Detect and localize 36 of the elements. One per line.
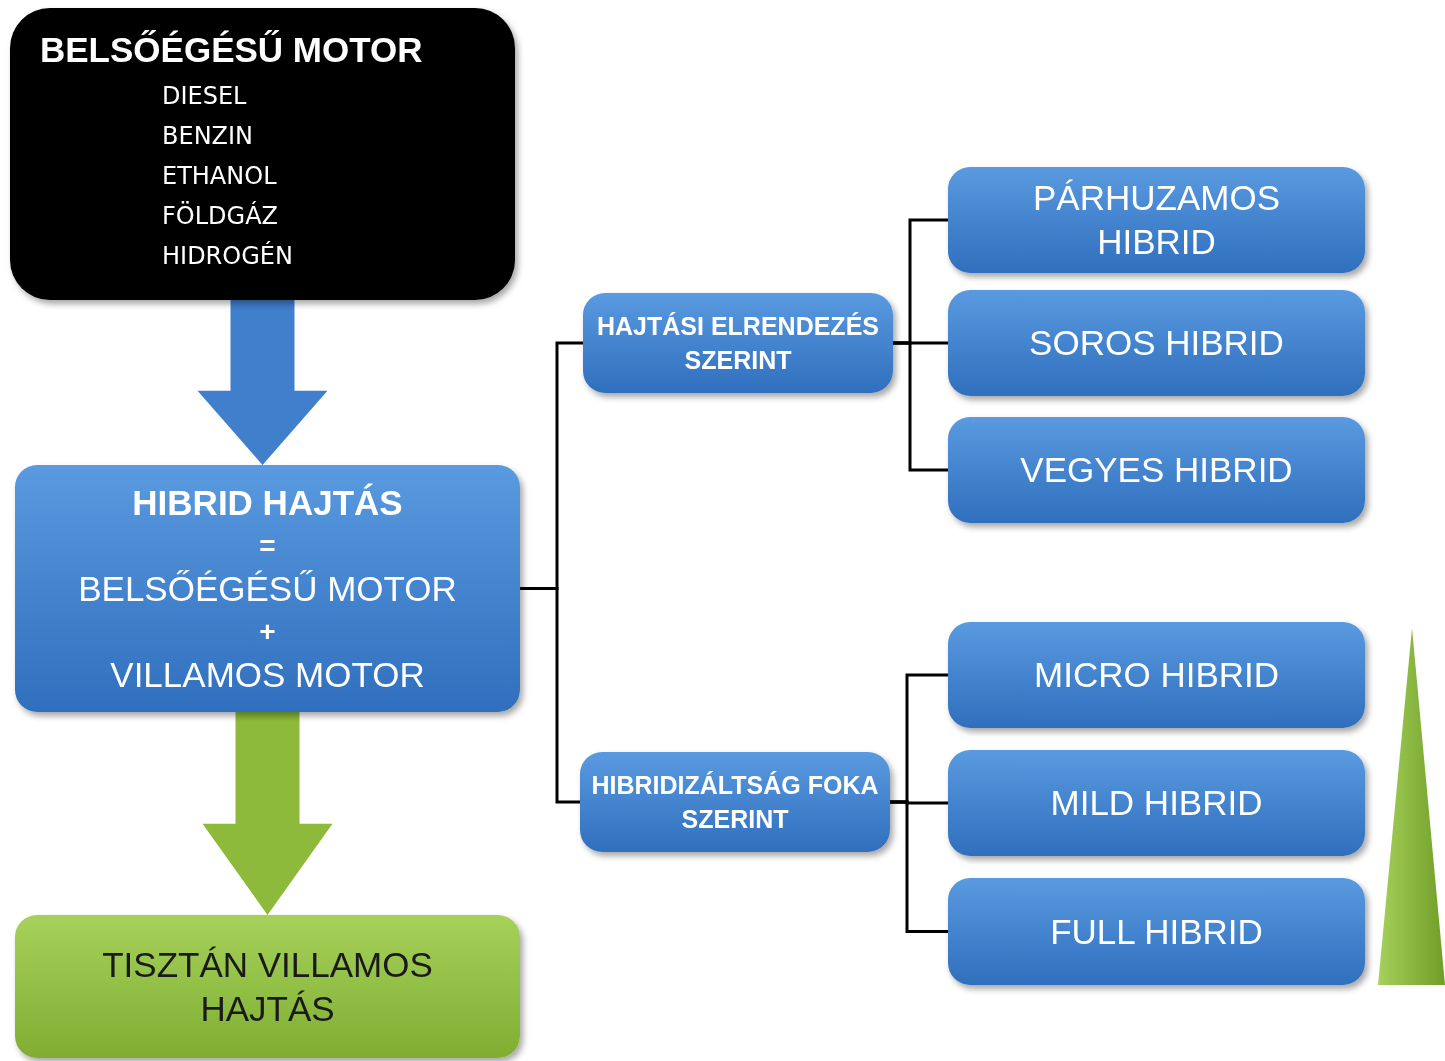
category-box bbox=[948, 622, 1365, 728]
fuel-item: FÖLDGÁZ bbox=[162, 200, 278, 232]
connector-line bbox=[890, 800, 948, 933]
box-text: SOROS HIBRID bbox=[1028, 322, 1285, 364]
block-arrow bbox=[197, 300, 328, 465]
category-box bbox=[948, 290, 1365, 396]
box-text: VEGYES HIBRID bbox=[1019, 449, 1294, 491]
box-text: VILLAMOS MOTOR bbox=[110, 653, 425, 696]
operator-symbol: = bbox=[259, 528, 276, 563]
box-text: HIBRIDIZÁLTSÁG FOKA SZERINT bbox=[590, 770, 880, 835]
result-box bbox=[15, 915, 520, 1058]
category-box bbox=[15, 465, 520, 712]
box-text: MILD HIBRID bbox=[1049, 782, 1264, 824]
category-box bbox=[948, 167, 1365, 273]
box-text: TISZTÁN VILLAMOS HAJTÁS bbox=[101, 943, 434, 1030]
engine-box bbox=[10, 8, 515, 300]
box-text: BELSŐÉGÉSŰ MOTOR bbox=[78, 567, 457, 610]
fuel-item: BENZIN bbox=[162, 121, 254, 152]
category-box bbox=[948, 417, 1365, 523]
box-title: BELSŐÉGÉSŰ MOTOR bbox=[40, 30, 423, 70]
fuel-item: ETHANOL bbox=[162, 161, 277, 192]
block-arrow bbox=[202, 712, 333, 915]
box-text: FULL HIBRID bbox=[1049, 910, 1264, 953]
fuel-item: DIESEL bbox=[162, 81, 247, 112]
category-box bbox=[948, 878, 1365, 985]
category-box bbox=[580, 752, 890, 852]
fuel-item: HIDROGÉN bbox=[162, 240, 293, 272]
box-title: HIBRID HAJTÁS bbox=[132, 481, 403, 524]
box-text: HAJTÁSI ELRENDEZÉS SZERINT bbox=[596, 311, 880, 376]
category-box bbox=[948, 750, 1365, 856]
box-text: MICRO HIBRID bbox=[1033, 654, 1280, 696]
connector-line bbox=[893, 341, 948, 472]
connector-line bbox=[520, 587, 580, 804]
operator-symbol: + bbox=[259, 614, 276, 649]
category-box bbox=[583, 293, 893, 393]
box-text: PÁRHUZAMOS HIBRID bbox=[1032, 177, 1281, 263]
